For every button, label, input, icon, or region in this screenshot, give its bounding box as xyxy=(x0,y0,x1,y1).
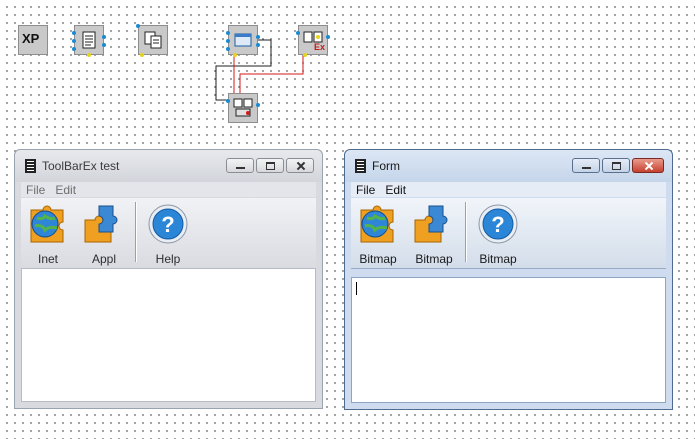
bitmap-label-2: Bitmap xyxy=(415,252,453,266)
toolbar-icon xyxy=(303,31,323,43)
document-component[interactable] xyxy=(72,25,106,57)
window-title: ToolBarEx test xyxy=(42,159,120,173)
copy-component[interactable] xyxy=(136,24,168,57)
text-area[interactable] xyxy=(21,268,316,402)
bitmap-label-3: Bitmap xyxy=(479,252,517,266)
toolbar-icon xyxy=(233,98,253,117)
menu-bar: File Edit xyxy=(21,182,316,197)
help-button[interactable]: ? Help xyxy=(143,202,193,266)
toolbar-component[interactable] xyxy=(226,93,260,123)
xp-label: XP xyxy=(22,31,40,46)
bitmap-button-3[interactable]: ? Bitmap xyxy=(473,202,523,266)
menu-file[interactable]: File xyxy=(356,182,376,197)
svg-text:?: ? xyxy=(491,212,504,237)
app-icon xyxy=(355,159,366,173)
maximize-button[interactable] xyxy=(602,158,630,173)
puzzle-icon xyxy=(414,205,448,243)
title-bar[interactable]: ToolBarEx test xyxy=(15,150,322,182)
maximize-button[interactable] xyxy=(256,158,284,173)
minimize-button[interactable] xyxy=(226,158,254,173)
toolbar: Bitmap Bitmap ? Bitmap xyxy=(351,198,666,269)
svg-text:?: ? xyxy=(161,212,174,237)
title-bar[interactable]: Form xyxy=(345,150,672,182)
globe-puzzle-icon xyxy=(30,205,64,243)
menu-file[interactable]: File xyxy=(26,182,46,197)
menu-edit[interactable]: Edit xyxy=(55,182,77,197)
help-icon: ? xyxy=(148,204,188,244)
menu-bar: File Edit xyxy=(351,182,666,197)
text-caret xyxy=(356,282,357,295)
puzzle-icon xyxy=(84,205,118,243)
toolbar-separator xyxy=(465,202,466,262)
text-area[interactable] xyxy=(351,277,666,403)
wire-black[interactable] xyxy=(215,39,272,101)
window-title: Form xyxy=(372,159,400,173)
form-window: Form File Edit Bitmap Bitmap xyxy=(344,149,673,410)
bitmap-button-1[interactable]: Bitmap xyxy=(353,202,403,266)
minimize-button[interactable] xyxy=(572,158,600,173)
wires xyxy=(215,39,304,101)
toolbar: Inet Appl ? Help xyxy=(21,198,316,268)
menu-edit[interactable]: Edit xyxy=(385,182,407,197)
help-label: Help xyxy=(155,252,181,266)
ex-label: Ex xyxy=(314,42,326,52)
inet-label: Inet xyxy=(37,252,58,266)
help-icon: ? xyxy=(478,204,518,244)
close-button[interactable] xyxy=(632,158,664,173)
bitmap-label-1: Bitmap xyxy=(359,252,397,266)
toolbar-ex-component[interactable]: Ex xyxy=(296,25,330,57)
toolbar-separator xyxy=(135,202,136,262)
wire-red-2[interactable] xyxy=(239,56,304,96)
document-icon xyxy=(82,31,96,49)
window-icon xyxy=(234,33,252,47)
appl-button[interactable]: Appl xyxy=(79,202,129,266)
window-component[interactable] xyxy=(226,25,260,57)
inet-button[interactable]: Inet xyxy=(23,202,73,266)
copy-icon xyxy=(144,31,162,49)
globe-puzzle-icon xyxy=(360,205,394,243)
xp-component[interactable]: XP xyxy=(18,25,48,55)
appl-label: Appl xyxy=(91,252,117,266)
bitmap-button-2[interactable]: Bitmap xyxy=(409,202,459,266)
app-icon xyxy=(25,159,36,173)
close-button[interactable] xyxy=(286,158,314,173)
toolbarex-test-window: ToolBarEx test File Edit Inet Appl xyxy=(14,149,323,409)
